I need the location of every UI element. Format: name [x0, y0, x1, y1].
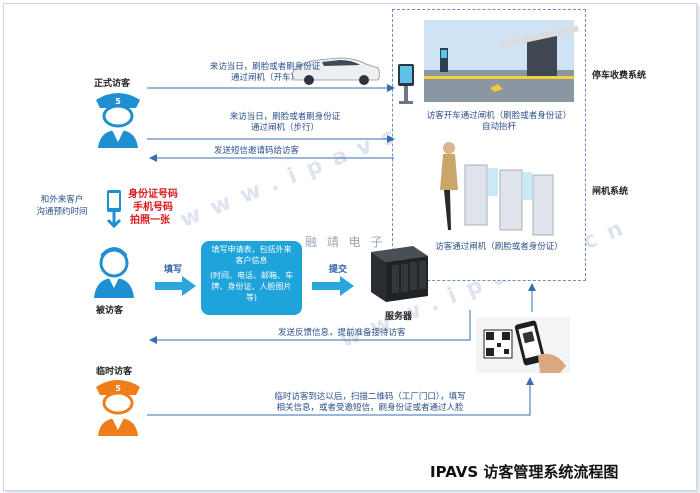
- form-line-2: 客户信息: [235, 256, 268, 265]
- face-terminal-image: [398, 64, 414, 104]
- contact-text-1: 和外来客户: [40, 195, 84, 205]
- arrow-temp-visitor: [147, 377, 534, 416]
- visited-label: 被访客: [96, 306, 124, 316]
- formal-visitor-icon: 5: [96, 93, 140, 148]
- arrive-car-text-2: 通过闸机（开车）: [230, 73, 299, 83]
- temp-visitor-icon: 5: [96, 380, 140, 436]
- car-gate-caption-2: 自动抬杆: [481, 122, 516, 132]
- id-item-3: 拍照一张: [130, 215, 170, 226]
- arrive-walk-text-2: 通过闸机（步行）: [250, 123, 319, 133]
- id-item-2: 手机号码: [133, 202, 173, 213]
- formal-visitor-label: 正式访客: [94, 79, 131, 89]
- form-line-3: (时间、电话、邮箱、车: [209, 271, 294, 280]
- server-image: [371, 246, 428, 302]
- arrow-fill-form: [155, 276, 196, 296]
- gate-system-label: 闸机系统: [592, 187, 629, 197]
- contact-text-2: 沟通预约时间: [36, 207, 88, 217]
- sms-text: 发送短信邀请码给访客: [214, 146, 300, 156]
- form-line-5: 等): [245, 293, 258, 302]
- application-form-box: 填写申请表，包括外来 客户信息 (时间、电话、邮箱、车 牌、身份证、人脸图片 等…: [201, 241, 302, 315]
- svg-text:5: 5: [115, 97, 121, 106]
- temp-text-1: 临时访客到达以后，扫描二维码（工厂门口），填写: [274, 392, 466, 402]
- parking-scene-image: [424, 20, 579, 102]
- id-item-1: 身份证号码: [128, 189, 178, 200]
- parking-system-label: 停车收费系统: [592, 71, 647, 81]
- visited-person-icon: [94, 247, 134, 298]
- car-gate-caption: 访客开车通过闸机（刷脸或者身份证）: [426, 111, 572, 121]
- arrive-walk-text-1: 来访当日，刷脸或者刷身份证: [229, 112, 341, 122]
- qr-phone-image: [476, 317, 570, 373]
- form-line-1: 填写申请表，包括外来: [211, 245, 292, 254]
- turnstile-scene-image: [440, 142, 554, 236]
- diagram-title: IPAVS 访客管理系统流程图: [430, 463, 619, 481]
- svg-text:5: 5: [115, 384, 121, 393]
- arrow-submit: [312, 276, 354, 296]
- server-label: 服务器: [385, 312, 413, 322]
- temp-visitor-label: 临时访客: [96, 367, 133, 377]
- watermark-center: 融 靖 电 子: [305, 235, 386, 249]
- car-image: [291, 57, 380, 85]
- walk-gate-caption: 访客通过闸机（刷脸或者身份证）: [435, 242, 563, 252]
- phone-id-icon: [106, 190, 122, 229]
- submit-label: 提交: [329, 265, 348, 275]
- fill-label: 填写: [164, 265, 183, 275]
- temp-text-2: 相关信息，或者受邀短信，刷身份证或者通过人脸: [276, 403, 464, 413]
- feedback-text: 发送反馈信息，提前准备接待访客: [278, 328, 406, 338]
- form-line-4: 牌、身份证、人脸图片: [211, 282, 292, 291]
- arrow-feedback: [149, 310, 471, 344]
- arrive-car-text-1: 来访当日，刷脸或者刷身份证: [209, 62, 321, 72]
